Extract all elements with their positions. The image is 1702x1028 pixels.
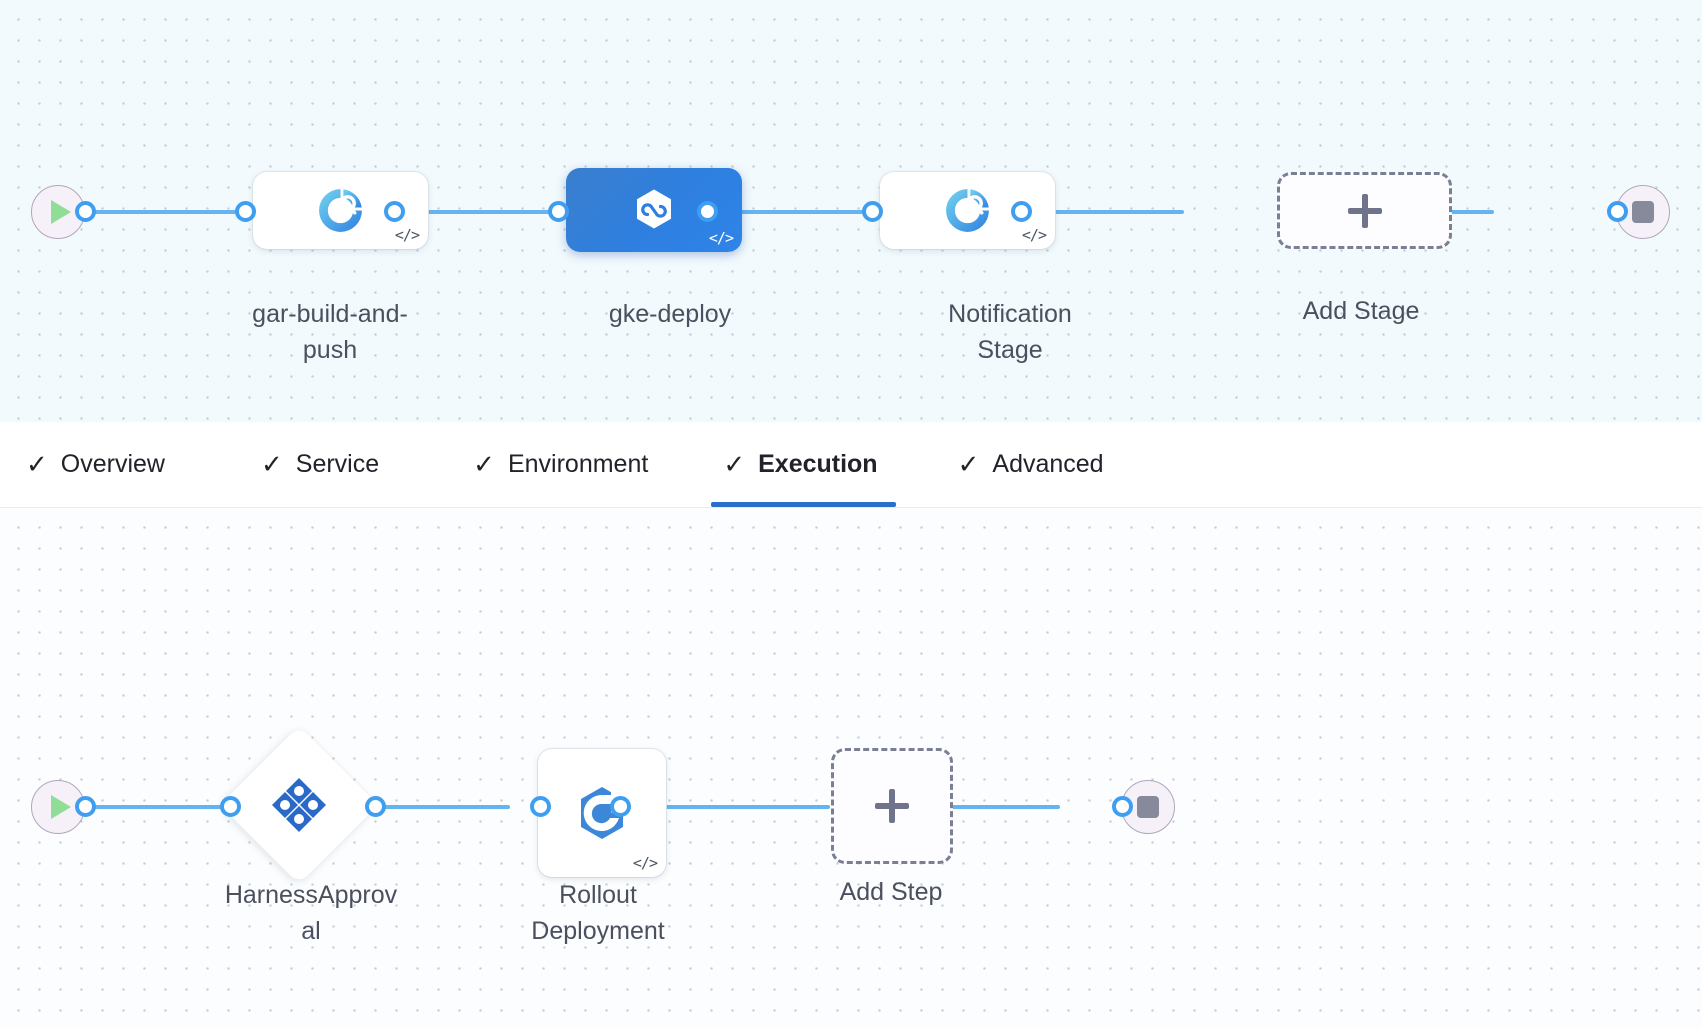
port-stage3-in[interactable] bbox=[862, 201, 883, 222]
check-icon: ✓ bbox=[723, 449, 746, 480]
step-yaml-badge: </> bbox=[632, 854, 658, 872]
link-start-to-step1 bbox=[85, 805, 230, 809]
port-step2-in[interactable] bbox=[530, 796, 551, 817]
tab-overview[interactable]: ✓ Overview bbox=[26, 422, 165, 507]
execution-start-node[interactable] bbox=[31, 780, 85, 834]
add-step-label: Add Step bbox=[839, 878, 943, 906]
tab-label: Service bbox=[295, 450, 380, 478]
stop-icon bbox=[1632, 201, 1654, 223]
step-node-rollout-deployment[interactable]: </> bbox=[538, 749, 666, 877]
tab-environment[interactable]: ✓ Environment bbox=[473, 422, 648, 507]
tab-label: Execution bbox=[758, 450, 878, 478]
stage-label-gke-deploy: gke-deploy bbox=[608, 300, 732, 328]
step-label-harnessapproval: HarnessApprov al bbox=[224, 881, 398, 945]
harness-cd-hexagon-icon bbox=[637, 189, 671, 229]
link-step1-to-step2 bbox=[375, 805, 510, 809]
stage-graph-canvas[interactable]: </> gar-build-and- push </> gke-deploy bbox=[0, 0, 1702, 422]
link-stage1-to-stage2 bbox=[394, 210, 564, 214]
stage-label-notification-stage: Notification Stage bbox=[948, 300, 1072, 364]
harness-approval-icon-wrap bbox=[265, 771, 333, 839]
port-start-out[interactable] bbox=[75, 201, 96, 222]
execution-end-node[interactable] bbox=[1121, 780, 1175, 834]
harness-approval-icon bbox=[272, 778, 326, 832]
port-exec-end-in[interactable] bbox=[1112, 796, 1133, 817]
check-icon: ✓ bbox=[473, 449, 495, 480]
add-step-button[interactable] bbox=[831, 748, 953, 864]
stage-yaml-badge: </> bbox=[708, 229, 734, 247]
add-stage-label: Add Stage bbox=[1302, 297, 1420, 325]
plus-icon bbox=[1347, 193, 1382, 228]
port-exec-start-out[interactable] bbox=[75, 796, 96, 817]
step-label-rollout-deployment: Rollout Deployment bbox=[531, 881, 665, 945]
check-icon: ✓ bbox=[957, 449, 980, 480]
link-addstep-to-end bbox=[880, 805, 1060, 809]
port-stage2-in[interactable] bbox=[548, 201, 569, 222]
port-step1-in[interactable] bbox=[220, 796, 241, 817]
stage-config-tabs: ✓ Overview ✓ Service ✓ Environment ✓ Exe… bbox=[0, 422, 1702, 508]
play-icon bbox=[50, 200, 71, 224]
tab-label: Environment bbox=[507, 450, 649, 478]
port-step2-out[interactable] bbox=[610, 796, 631, 817]
tab-label: Overview bbox=[60, 450, 165, 478]
tab-service[interactable]: ✓ Service bbox=[261, 422, 379, 507]
port-end-in[interactable] bbox=[1607, 201, 1628, 222]
execution-graph-canvas[interactable]: HarnessApprov al </> Rollout Deployment … bbox=[0, 508, 1702, 1028]
port-step1-out[interactable] bbox=[365, 796, 386, 817]
add-stage-button[interactable] bbox=[1277, 172, 1452, 249]
link-stage3-to-addstage bbox=[1021, 210, 1184, 214]
port-stage1-out[interactable] bbox=[384, 201, 405, 222]
tab-execution[interactable]: ✓ Execution bbox=[711, 422, 896, 507]
link-stage2-to-stage3 bbox=[707, 210, 865, 214]
stage-label-gar-build-and-push: gar-build-and- push bbox=[252, 300, 408, 364]
link-start-to-stage1 bbox=[85, 210, 245, 214]
harness-ci-icon bbox=[319, 189, 362, 232]
stage-yaml-badge: </> bbox=[1021, 226, 1047, 244]
plus-icon bbox=[875, 789, 909, 823]
tab-label: Advanced bbox=[992, 450, 1104, 478]
port-stage2-out[interactable] bbox=[697, 201, 718, 222]
tab-advanced[interactable]: ✓ Advanced bbox=[958, 422, 1104, 507]
port-stage1-in[interactable] bbox=[235, 201, 256, 222]
check-icon: ✓ bbox=[260, 449, 283, 480]
stage-yaml-badge: </> bbox=[394, 226, 420, 244]
play-icon bbox=[50, 795, 71, 819]
port-stage3-out[interactable] bbox=[1011, 201, 1032, 222]
link-step2-to-addstep bbox=[620, 805, 830, 809]
harness-ci-icon bbox=[946, 189, 989, 232]
check-icon: ✓ bbox=[26, 449, 48, 480]
stop-icon bbox=[1137, 796, 1159, 818]
